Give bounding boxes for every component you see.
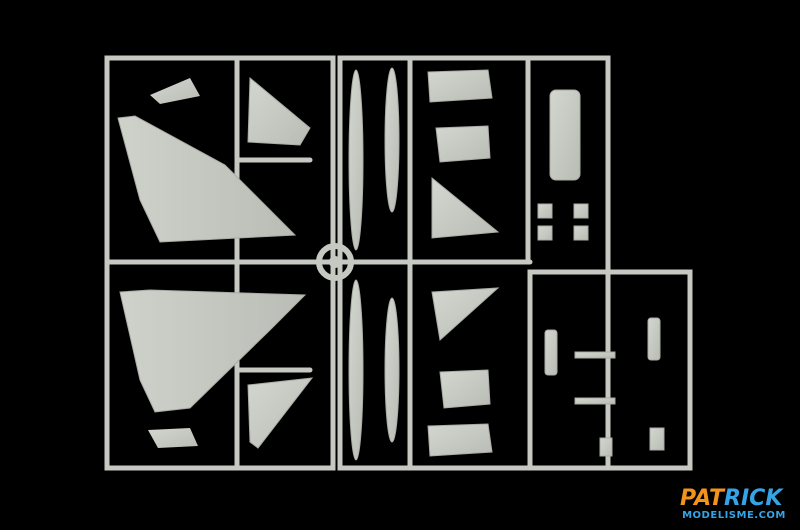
wing-part-lower xyxy=(119,289,307,413)
fin-part xyxy=(247,76,311,146)
long-parts xyxy=(348,67,400,461)
small-part xyxy=(148,428,198,448)
watermark-brand: PATRICK xyxy=(680,486,782,511)
wing-part-upper xyxy=(117,115,297,243)
watermark-site: MODELISME.COM xyxy=(682,510,786,521)
intake-parts xyxy=(427,69,500,457)
cockpit-parts xyxy=(537,89,589,241)
watermark-brand-part1: PAT xyxy=(680,486,725,511)
patrick-modelisme-watermark: PATRICK MODELISME.COM xyxy=(672,486,796,528)
watermark-brand-part2: RICK xyxy=(724,486,783,511)
detail-parts xyxy=(544,317,665,457)
small-part xyxy=(150,78,200,104)
fin-part xyxy=(247,377,314,449)
central-gate xyxy=(316,243,354,281)
